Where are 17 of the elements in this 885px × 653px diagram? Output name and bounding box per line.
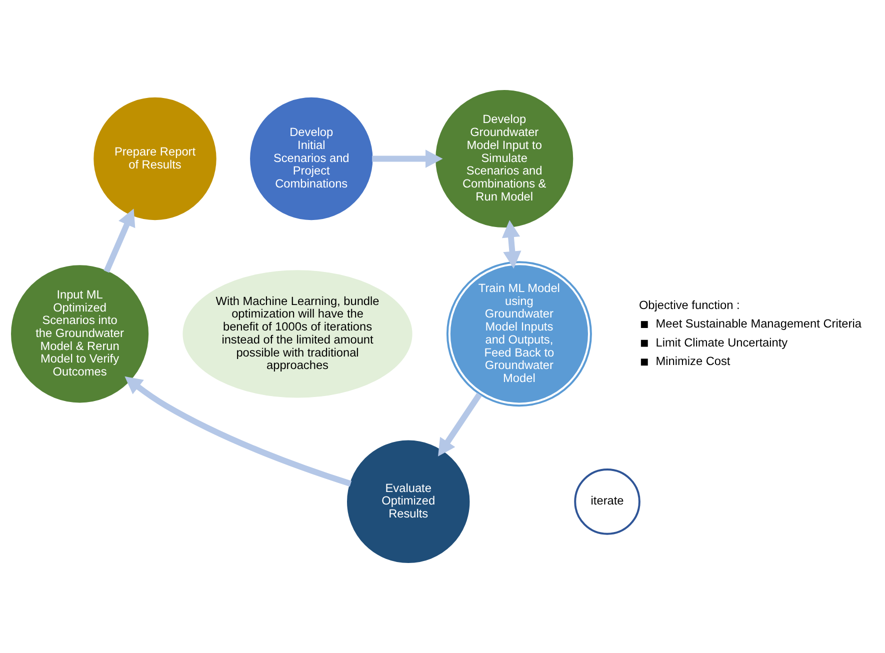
node-circle: Input ML Optimized Scenarios into the Groundwater Model & Rerun Model to Verify Outcomes [11,265,149,403]
label: Meet Sustainable Management Criteria [656,316,862,331]
arrow [438,392,482,456]
node-circle: Prepare Report of Results [94,97,216,220]
arrow [104,208,136,273]
node-circle: Develop Groundwater Model Input to Simulate Scenarios and Combinations & Run Model [436,90,574,228]
node-circle: Train ML Model using Groundwater Model Inputs and Outputs, Feed Back to Groundwater Model [446,261,592,407]
node-ellipse: With Machine Learning, bundle optimization will have the benefit of 1000s of iterations instead of the limited amount possible with traditional approaches [182,270,412,398]
arrow [372,150,443,168]
label: Objective function : [638,298,740,312]
label: Limit Climate Uncertainty [656,335,788,350]
node-circle: iterate [574,468,640,535]
arrow [502,220,522,269]
arrow [124,376,352,487]
label: Minimize Cost [656,354,730,368]
node-circle: Evaluate Optimized Results [347,440,470,564]
node-circle: Develop Initial Scenarios and Project Combinations [250,97,373,220]
